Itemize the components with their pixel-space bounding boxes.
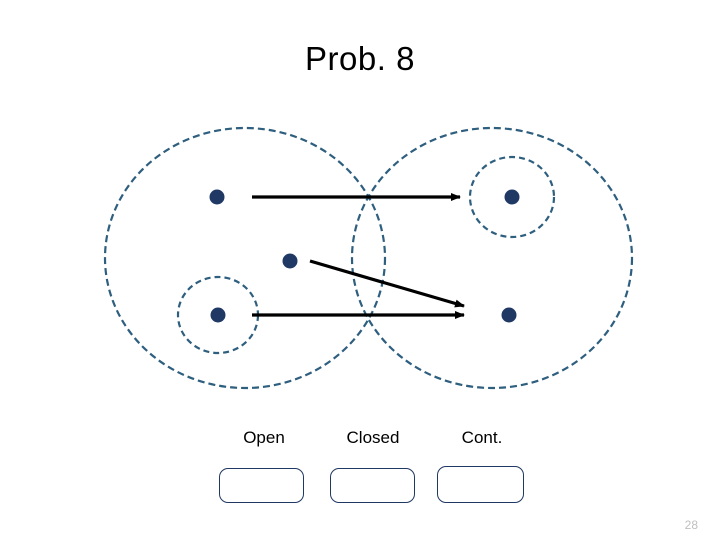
left-set-ellipse (103, 126, 387, 390)
left-node-bottom (210, 307, 226, 323)
right-set-ellipse (350, 126, 634, 390)
right-inner-set-ellipse (468, 155, 556, 239)
legend-label-closed: Closed (346, 428, 400, 447)
right-node-top (504, 189, 520, 205)
arrow-diagonal (309, 259, 465, 308)
right-node-bottom (501, 307, 517, 323)
legend-label-cont: Cont. (461, 428, 503, 447)
legend-box-cont[interactable] (437, 466, 524, 503)
page-title: Prob. 8 (305, 40, 415, 77)
legend-box-open[interactable] (219, 468, 304, 503)
legend-label-open: Open (243, 428, 285, 447)
page-number: 28 (684, 518, 698, 532)
left-node-top (209, 189, 225, 205)
legend-box-closed[interactable] (330, 468, 415, 503)
left-node-middle (282, 253, 298, 269)
